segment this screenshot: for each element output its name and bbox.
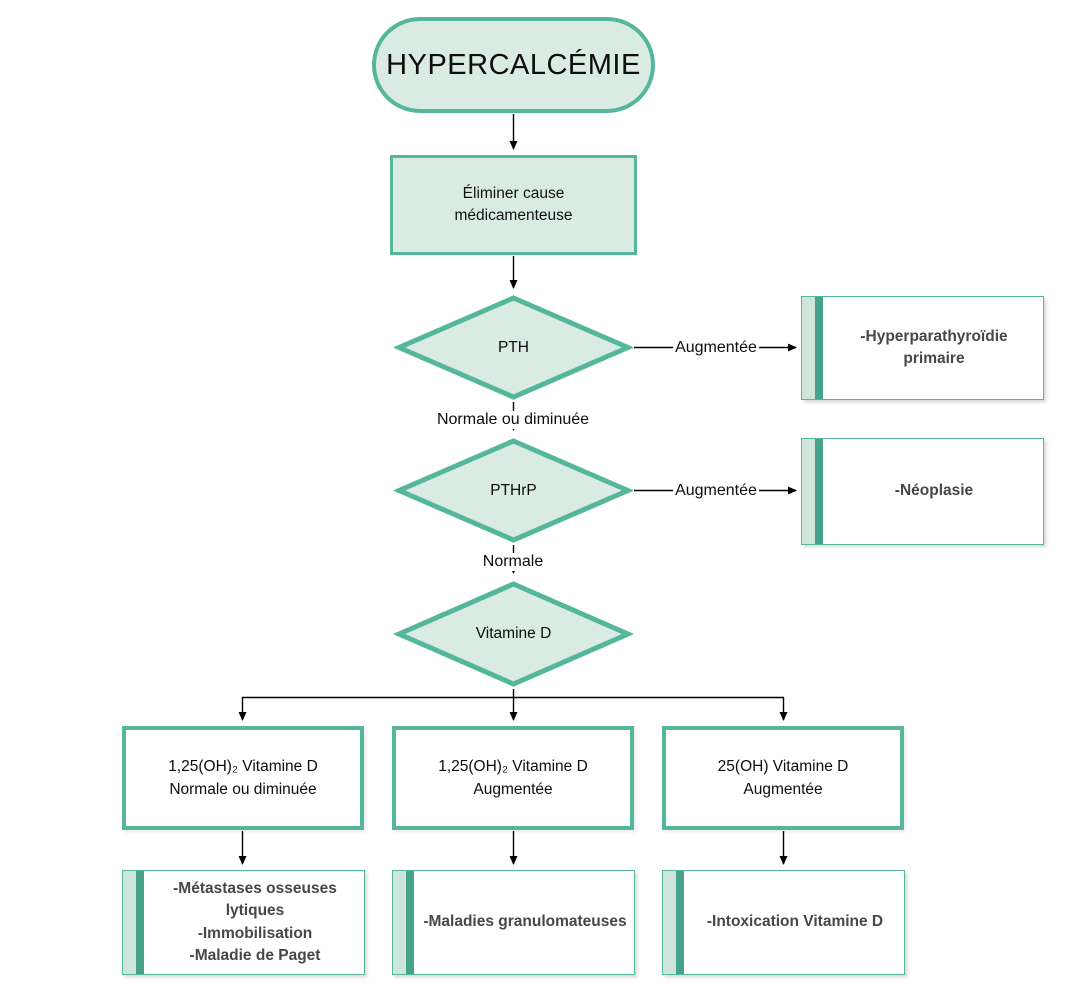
result-node-metastases: -Métastases osseuses lytiques -Immobilis…	[122, 870, 365, 975]
branch-125-augmentee-line2: Augmentée	[473, 781, 553, 798]
result-neoplasie-label: -Néoplasie	[894, 482, 974, 500]
branch-125-normale-line2: Normale ou diminuée	[169, 781, 317, 798]
edge-label-pthrp-augmentee: Augmentée	[673, 482, 759, 500]
result-metastases-line3: -Maladie de Paget	[189, 946, 321, 964]
branch-node-25ohd-augmentee: 25(OH) Vitamine D Augmentée	[662, 726, 904, 830]
branch-25-augmentee-line2: Augmentée	[743, 781, 823, 798]
accent-stripe-dark	[815, 439, 823, 544]
start-node-hypercalcemie: HYPERCALCÉMIE	[372, 17, 655, 113]
edge-label-pth-augmentee: Augmentée	[673, 339, 759, 357]
branch-125-normale-line1: 1,25(OH)₂ Vitamine D	[168, 757, 318, 775]
accent-stripe-light	[802, 297, 815, 399]
result-node-hyperparathyroidie: -Hyperparathyroïdie primaire	[801, 296, 1044, 400]
decision-vitd-label: Vitamine D	[475, 625, 552, 642]
process-node-eliminer-cause: Éliminer cause médicamenteuse	[390, 155, 637, 255]
accent-stripe-light	[663, 871, 676, 974]
branch-25-augmentee-line1: 25(OH) Vitamine D	[717, 757, 849, 775]
result-metastases-line1: -Métastases osseuses lytiques	[173, 879, 337, 920]
accent-stripe-dark	[815, 297, 823, 399]
result-granulomateuses-label: -Maladies granulomateuses	[423, 913, 627, 931]
accent-stripe-dark	[136, 871, 144, 974]
process-node-label: Éliminer cause médicamenteuse	[454, 184, 573, 224]
result-metastases-line2: -Immobilisation	[197, 924, 313, 942]
decision-pth-label: PTH	[498, 338, 529, 356]
diamond-shape	[394, 581, 633, 687]
result-hyperpara-label: -Hyperparathyroïdie primaire	[860, 327, 1008, 367]
decision-pthrp-label: PTHrP	[490, 481, 537, 499]
result-intoxication-label: -Intoxication Vitamine D	[706, 913, 884, 931]
branch-node-125ohd-normale: 1,25(OH)₂ Vitamine D Normale ou diminuée	[122, 726, 364, 830]
accent-stripe-dark	[676, 871, 684, 974]
edge-label-pthrp-normale: Normale	[480, 553, 546, 571]
branch-node-125ohd-augmentee: 1,25(OH)₂ Vitamine D Augmentée	[392, 726, 634, 830]
accent-stripe-light	[802, 439, 815, 544]
result-node-granulomateuses: -Maladies granulomateuses	[392, 870, 635, 975]
diamond-shape	[394, 438, 633, 543]
accent-stripe-dark	[406, 871, 414, 974]
decision-node-pth: PTH	[394, 294, 633, 401]
accent-stripe-light	[123, 871, 136, 974]
result-node-neoplasie: -Néoplasie	[801, 438, 1044, 545]
start-node-label: HYPERCALCÉMIE	[386, 48, 641, 81]
result-node-intoxication: -Intoxication Vitamine D	[662, 870, 905, 975]
accent-stripe-light	[393, 871, 406, 974]
branch-125-augmentee-line1: 1,25(OH)₂ Vitamine D	[438, 757, 588, 775]
decision-node-vitamine-d: Vitamine D	[394, 580, 633, 688]
diamond-shape	[394, 295, 633, 400]
edge-label-pth-normale-diminuee: Normale ou diminuée	[434, 411, 592, 429]
decision-node-pthrp: PTHrP	[394, 437, 633, 544]
